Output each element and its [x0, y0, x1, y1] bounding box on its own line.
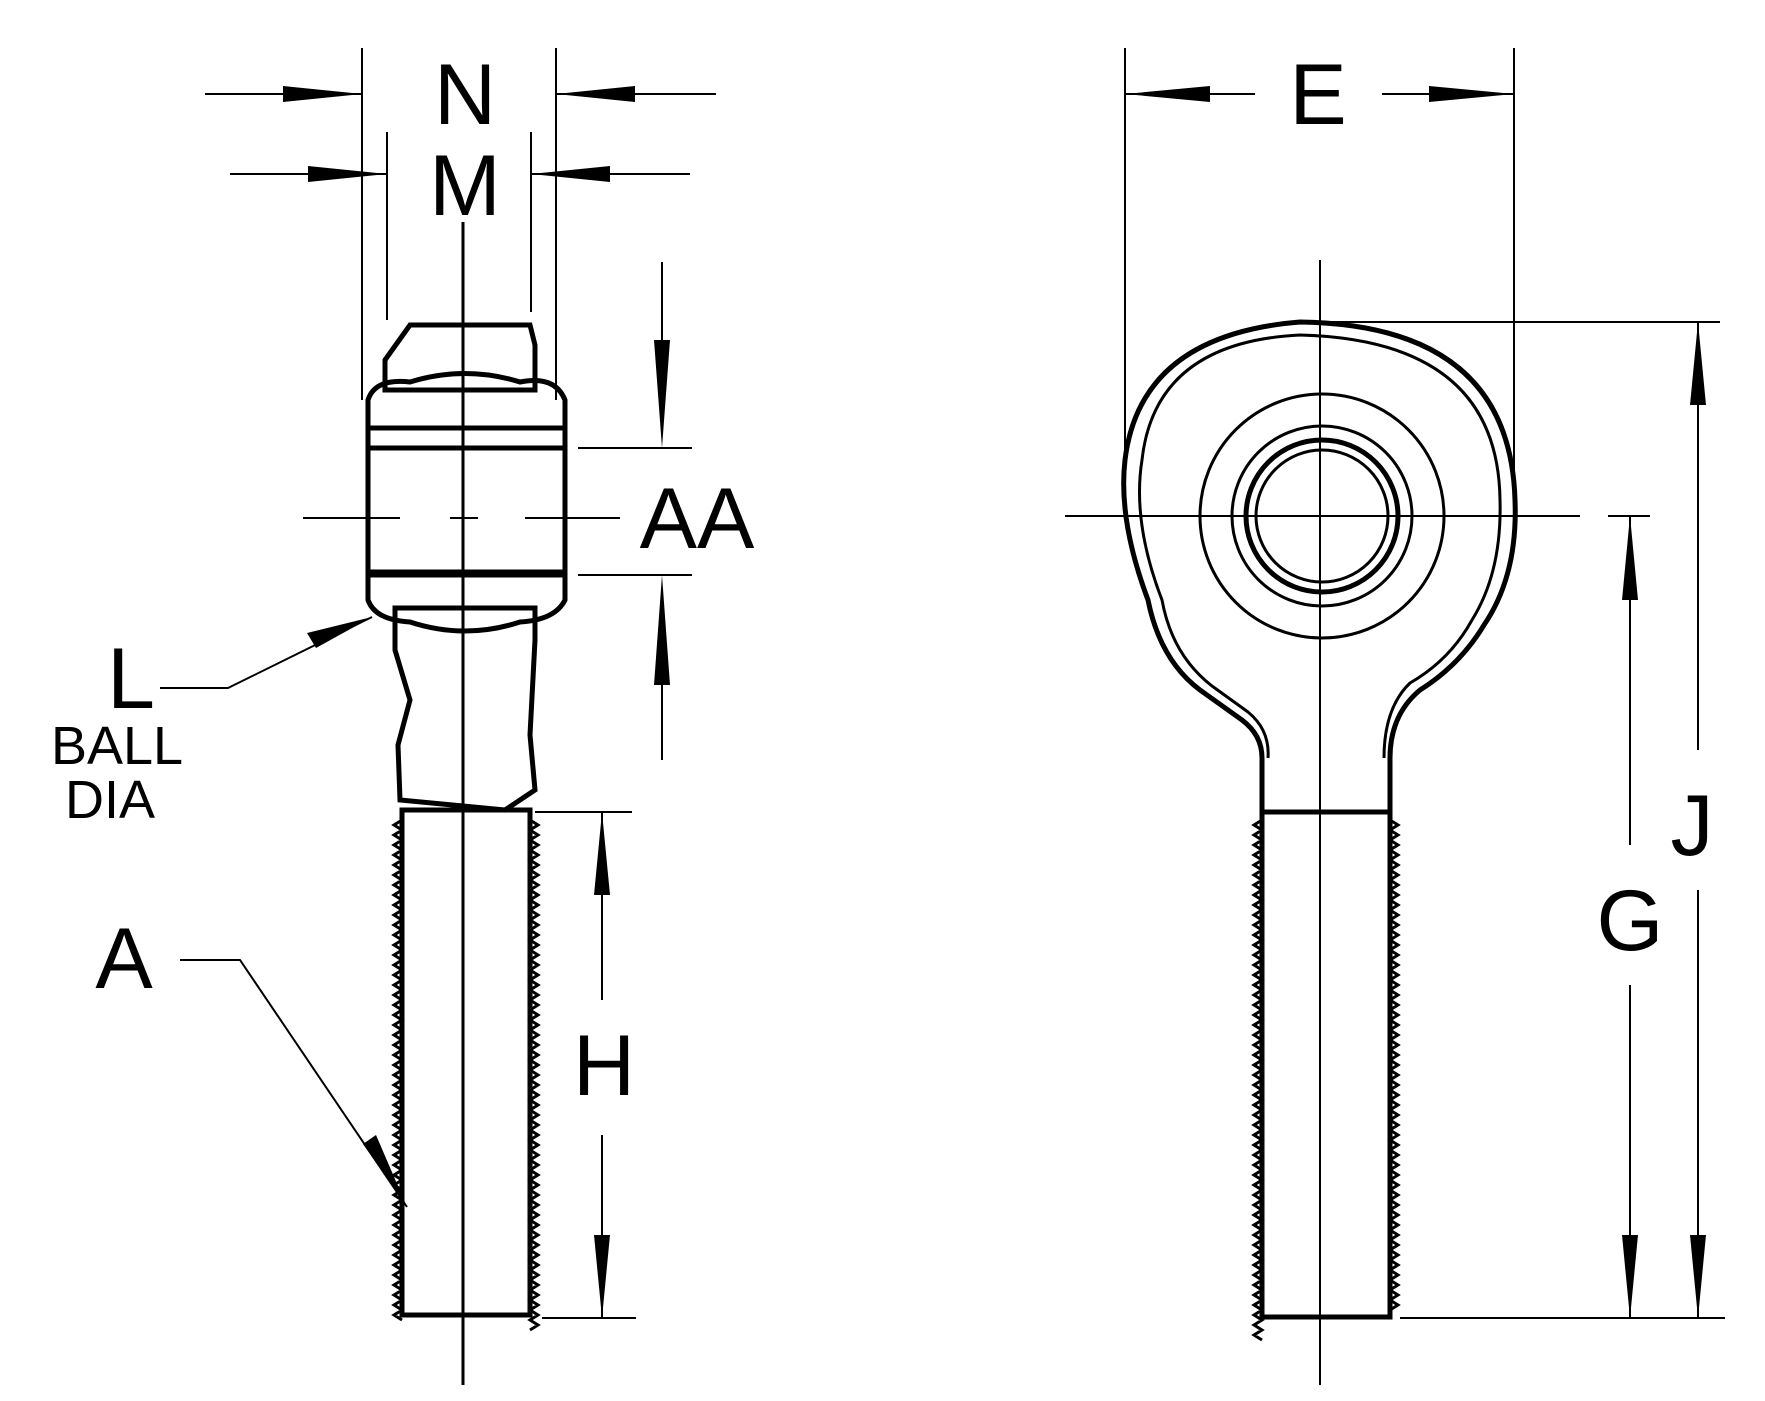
- thread-crests-left: [391, 818, 541, 1332]
- label-l: L: [107, 631, 155, 727]
- label-g: G: [1597, 873, 1664, 969]
- label-n: N: [434, 47, 496, 143]
- label-e: E: [1289, 47, 1346, 143]
- front-view: [1065, 48, 1725, 1385]
- label-m: M: [429, 138, 501, 234]
- label-h: H: [573, 1018, 635, 1114]
- label-aa: AA: [640, 471, 755, 567]
- label-j: J: [1671, 778, 1714, 874]
- label-dia: DIA: [65, 770, 155, 830]
- label-a: A: [95, 911, 153, 1007]
- label-ball: BALL: [51, 716, 183, 776]
- side-section-view: [160, 48, 716, 1385]
